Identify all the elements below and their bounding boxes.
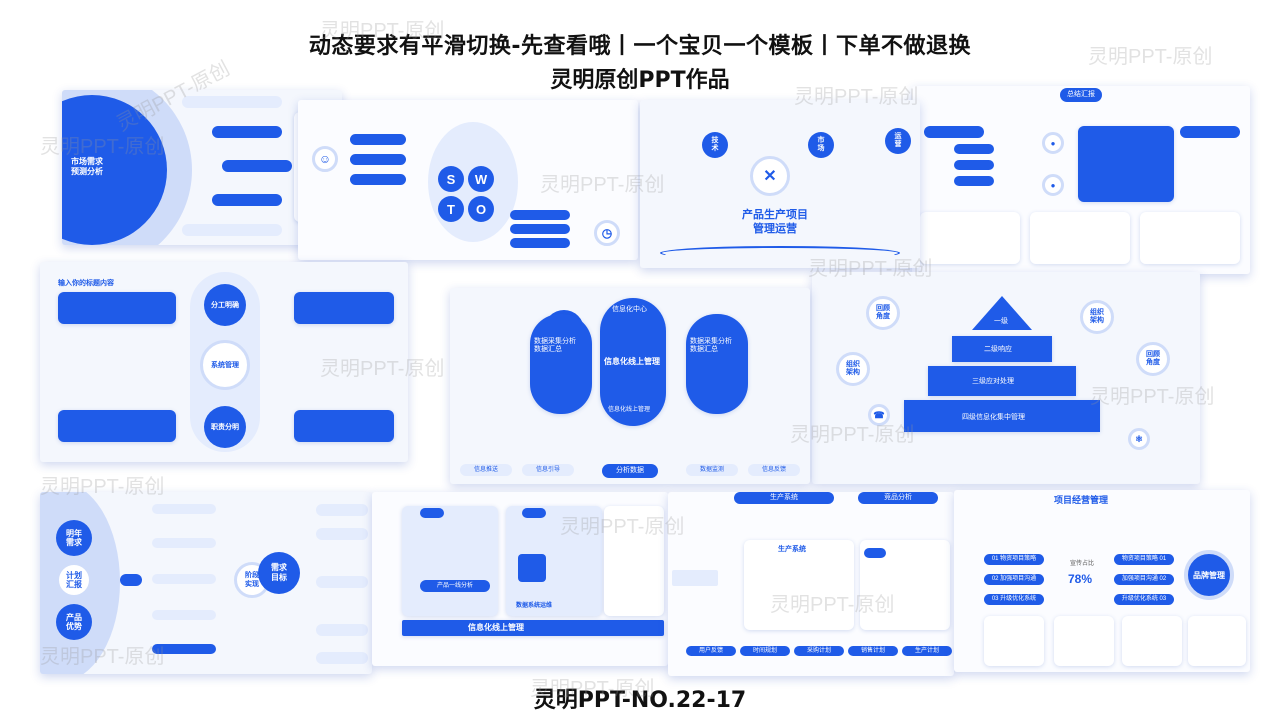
template-thumbnail-7[interactable]: 一级 二级响应 三级应对处理 四级信息化集中管理 组织 架构 回顾 角度 组织 … <box>812 272 1200 484</box>
template-thumbnail-10[interactable]: 生产系统 竞品分析 生产系统 用户反馈 时间规划 采购计划 销售计划 生产计划 <box>668 492 954 676</box>
percentage-value: 78% <box>1068 572 1093 586</box>
node-2: 系统管理 <box>200 340 250 390</box>
footer-product-code: 灵明PPT-NO.22-17 <box>533 688 747 713</box>
network-icon: ⚛ <box>1128 428 1150 450</box>
user-icon: ☺ <box>312 146 338 172</box>
swot-t: T <box>438 196 464 222</box>
template-thumbnail-3[interactable]: 技 术 市 场 运 营 ✕ 产品生产项目 管理运营 <box>640 100 920 268</box>
slide-title: 总结汇报 <box>1060 88 1102 102</box>
tag-market: 市 场 <box>808 132 834 158</box>
clock-icon: ◷ <box>594 220 620 246</box>
swot-o: O <box>468 196 494 222</box>
template-thumbnail-6[interactable]: ⚯ 数据采集分析 数据汇总 数据采集分析 数据汇总 信息化中心 信息化线上管理 … <box>450 288 810 484</box>
tag-ops: 运 营 <box>885 128 911 154</box>
header-title-line-2: 灵明原创PPT作品 <box>550 68 730 93</box>
swot-s: S <box>438 166 464 192</box>
slide-title: 产品生产项目 管理运营 <box>742 209 808 235</box>
phone-icon: ☎ <box>868 404 890 426</box>
slide-title: 项目经营管理 <box>1054 495 1109 505</box>
tag-tech: 技 术 <box>702 132 728 158</box>
center-node: 市场需求 预测分析 <box>71 157 103 176</box>
tools-icon: ✕ <box>750 156 790 196</box>
node-3: 职责分明 <box>204 406 246 448</box>
template-thumbnail-11[interactable]: 项目经营管理 01 物资项目策略 02 加强项目沟通 03 升级优化系统 宣传占… <box>954 490 1250 672</box>
template-thumbnail-8[interactable]: 明年 需求 计划 汇报 产品 优势 阶段 实现 需求 目标 <box>40 492 372 674</box>
swot-w: W <box>468 166 494 192</box>
bottom-pill: 分析数据 <box>602 464 658 478</box>
heading-left: 输入你的标题内容 <box>58 280 114 287</box>
template-thumbnail-4[interactable]: 总结汇报 ● ● <box>912 86 1250 274</box>
center-node: 品牌管理 <box>1184 550 1234 600</box>
header-title-line-1: 动态要求有平滑切换-先查看哦丨一个宝贝一个模板丨下单不做退换 <box>308 34 972 59</box>
node-1: 分工明确 <box>204 284 246 326</box>
template-thumbnail-9[interactable]: 产品一线分析 数据系统运维 信息化线上管理 <box>372 492 668 666</box>
template-thumbnail-5[interactable]: 输入你的标题内容 分工明确 系统管理 职责分明 <box>40 262 408 462</box>
template-thumbnail-2[interactable]: ☺ S W T O ◷ <box>298 100 638 260</box>
